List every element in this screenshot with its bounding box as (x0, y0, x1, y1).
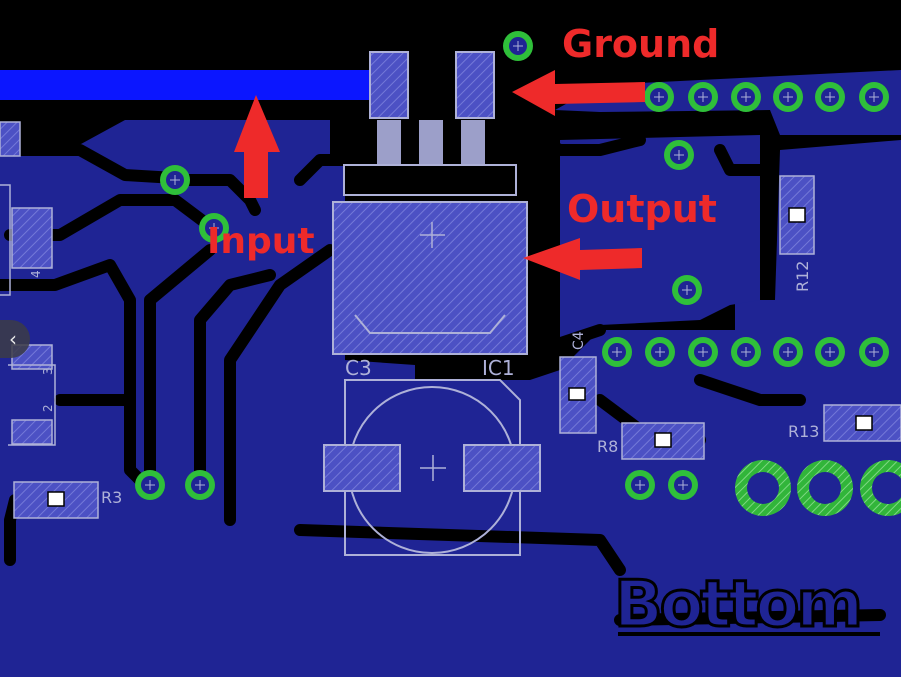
copper-pour-left (0, 360, 300, 677)
silkscreen-labels: C3 IC1 R8 R13 R3 R12 C4 3 2 4 (29, 261, 819, 507)
label-pad-3: 3 (41, 367, 55, 375)
regulator-input-pad (369, 51, 409, 119)
via-cross (513, 41, 523, 51)
through-hole-drill (809, 472, 841, 504)
c3-pad-left (323, 444, 401, 492)
copper-pour-far-right (790, 300, 901, 330)
ground-label: Ground (562, 22, 719, 66)
left-part-outline (0, 184, 56, 446)
ic1-tab-pad (332, 201, 528, 355)
via-cross (655, 347, 665, 357)
smd-components (0, 121, 901, 519)
vias (135, 31, 901, 516)
copper-pour-right (560, 135, 760, 345)
via-cross (612, 347, 622, 357)
output-label: Output (567, 187, 717, 231)
left-component-pad-3 (11, 419, 53, 445)
label-r8: R8 (597, 437, 618, 456)
left-component-pad-1 (11, 207, 53, 269)
via-cross (678, 480, 688, 490)
via-cross (170, 175, 180, 185)
input-label: Input (207, 221, 315, 262)
via-cross (741, 347, 751, 357)
via-cross (654, 92, 664, 102)
regulator-tab-pad-group (369, 51, 495, 164)
label-pad-2: 2 (41, 404, 55, 412)
via-cross (783, 92, 793, 102)
left-edge-pad (0, 121, 21, 157)
ground-arrow-icon (512, 70, 645, 116)
through-hole-drill (872, 472, 901, 504)
annotation-arrows (234, 70, 645, 280)
via-cross (195, 480, 205, 490)
input-arrow-icon (234, 95, 280, 198)
label-r3: R3 (101, 488, 122, 507)
via-cross (741, 92, 751, 102)
label-r13: R13 (788, 422, 819, 441)
annotation-labels: Ground Output Input (207, 22, 719, 262)
c3-pad-right (463, 444, 541, 492)
ic1-regulator (332, 164, 528, 355)
input-trace (0, 70, 375, 100)
c3-capacitor (323, 379, 541, 556)
through-hole-drill (747, 472, 779, 504)
chevron-left-icon[interactable]: ‹ (0, 320, 30, 358)
via-cross (869, 347, 879, 357)
via-cross (209, 223, 219, 233)
via-cross (682, 285, 692, 295)
label-c3: C3 (345, 356, 372, 380)
via-cross (869, 92, 879, 102)
via-cross (783, 347, 793, 357)
via-cross (698, 92, 708, 102)
via-cross (674, 150, 684, 160)
via-cross (698, 347, 708, 357)
label-c4: C4 (571, 331, 587, 350)
label-ic1: IC1 (482, 356, 515, 380)
regulator-lead-3 (461, 120, 485, 164)
regulator-lead-1 (377, 120, 401, 164)
output-arrow-icon (523, 238, 642, 280)
via-cross (825, 92, 835, 102)
layer-label-bottom: Bottom (614, 568, 864, 642)
label-pad-4: 4 (29, 270, 43, 278)
via-cross (825, 347, 835, 357)
via-cross (635, 480, 645, 490)
regulator-ground-pad (455, 51, 495, 119)
regulator-lead-2 (419, 120, 443, 164)
via-cross (145, 480, 155, 490)
label-r12: R12 (793, 261, 812, 292)
